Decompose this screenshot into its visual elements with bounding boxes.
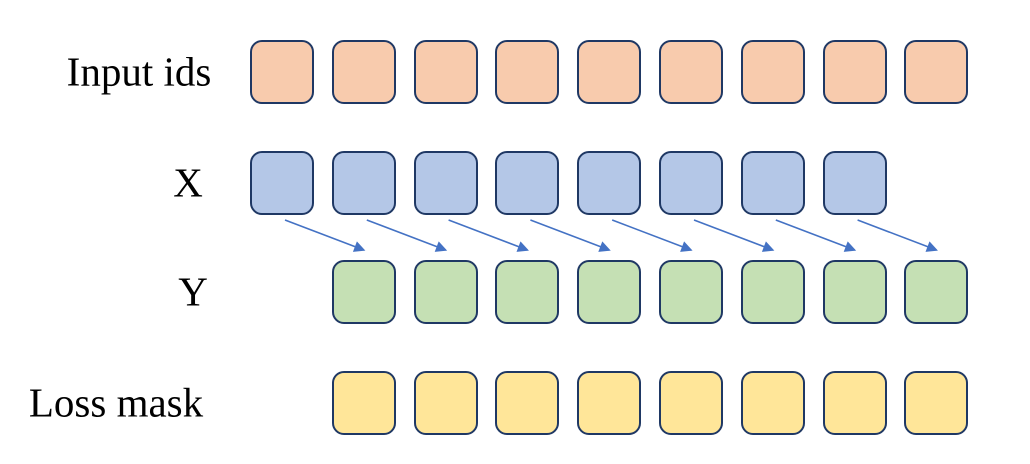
shift-arrow	[857, 219, 938, 252]
shift-arrow	[611, 219, 693, 252]
loss-mask-square	[822, 371, 887, 435]
x-square	[413, 151, 478, 215]
shift-arrow	[693, 219, 775, 252]
loss-mask-square	[577, 371, 642, 435]
y-square	[904, 260, 969, 324]
shift-arrow	[284, 219, 366, 252]
shift-arrow	[448, 219, 529, 252]
loss-mask-square	[331, 371, 396, 435]
shift-arrows	[284, 219, 938, 252]
loss-mask-square	[740, 371, 805, 435]
input-ids-square	[822, 40, 887, 104]
y-square	[413, 260, 478, 324]
input-ids-square	[331, 40, 396, 104]
x-square	[250, 151, 314, 215]
x-square	[495, 151, 560, 215]
row-label-x: X	[173, 159, 203, 206]
input-ids-square	[659, 40, 723, 104]
y-square	[740, 260, 805, 324]
input-ids-square	[495, 40, 560, 104]
input-ids-square	[413, 40, 478, 104]
row-label-y: Y	[178, 268, 208, 315]
x-square	[577, 151, 642, 215]
input-ids-square	[250, 40, 314, 104]
row-label-loss-mask: Loss mask	[28, 379, 204, 426]
shift-arrow	[775, 219, 857, 252]
row-label-input-ids: Input ids	[66, 48, 212, 95]
x-square	[331, 151, 396, 215]
input-ids-square	[904, 40, 969, 104]
x-square	[822, 151, 887, 215]
shift-arrow	[530, 219, 611, 252]
x-square	[740, 151, 805, 215]
y-square	[577, 260, 642, 324]
y-square	[495, 260, 560, 324]
y-square	[331, 260, 396, 324]
y-square	[659, 260, 723, 324]
loss-mask-square	[659, 371, 723, 435]
loss-mask-square	[495, 371, 560, 435]
loss-mask-square	[904, 371, 969, 435]
shift-arrow	[366, 219, 448, 252]
input-ids-square	[577, 40, 642, 104]
input-ids-square	[740, 40, 805, 104]
x-square	[659, 151, 723, 215]
y-square	[822, 260, 887, 324]
loss-mask-square	[413, 371, 478, 435]
